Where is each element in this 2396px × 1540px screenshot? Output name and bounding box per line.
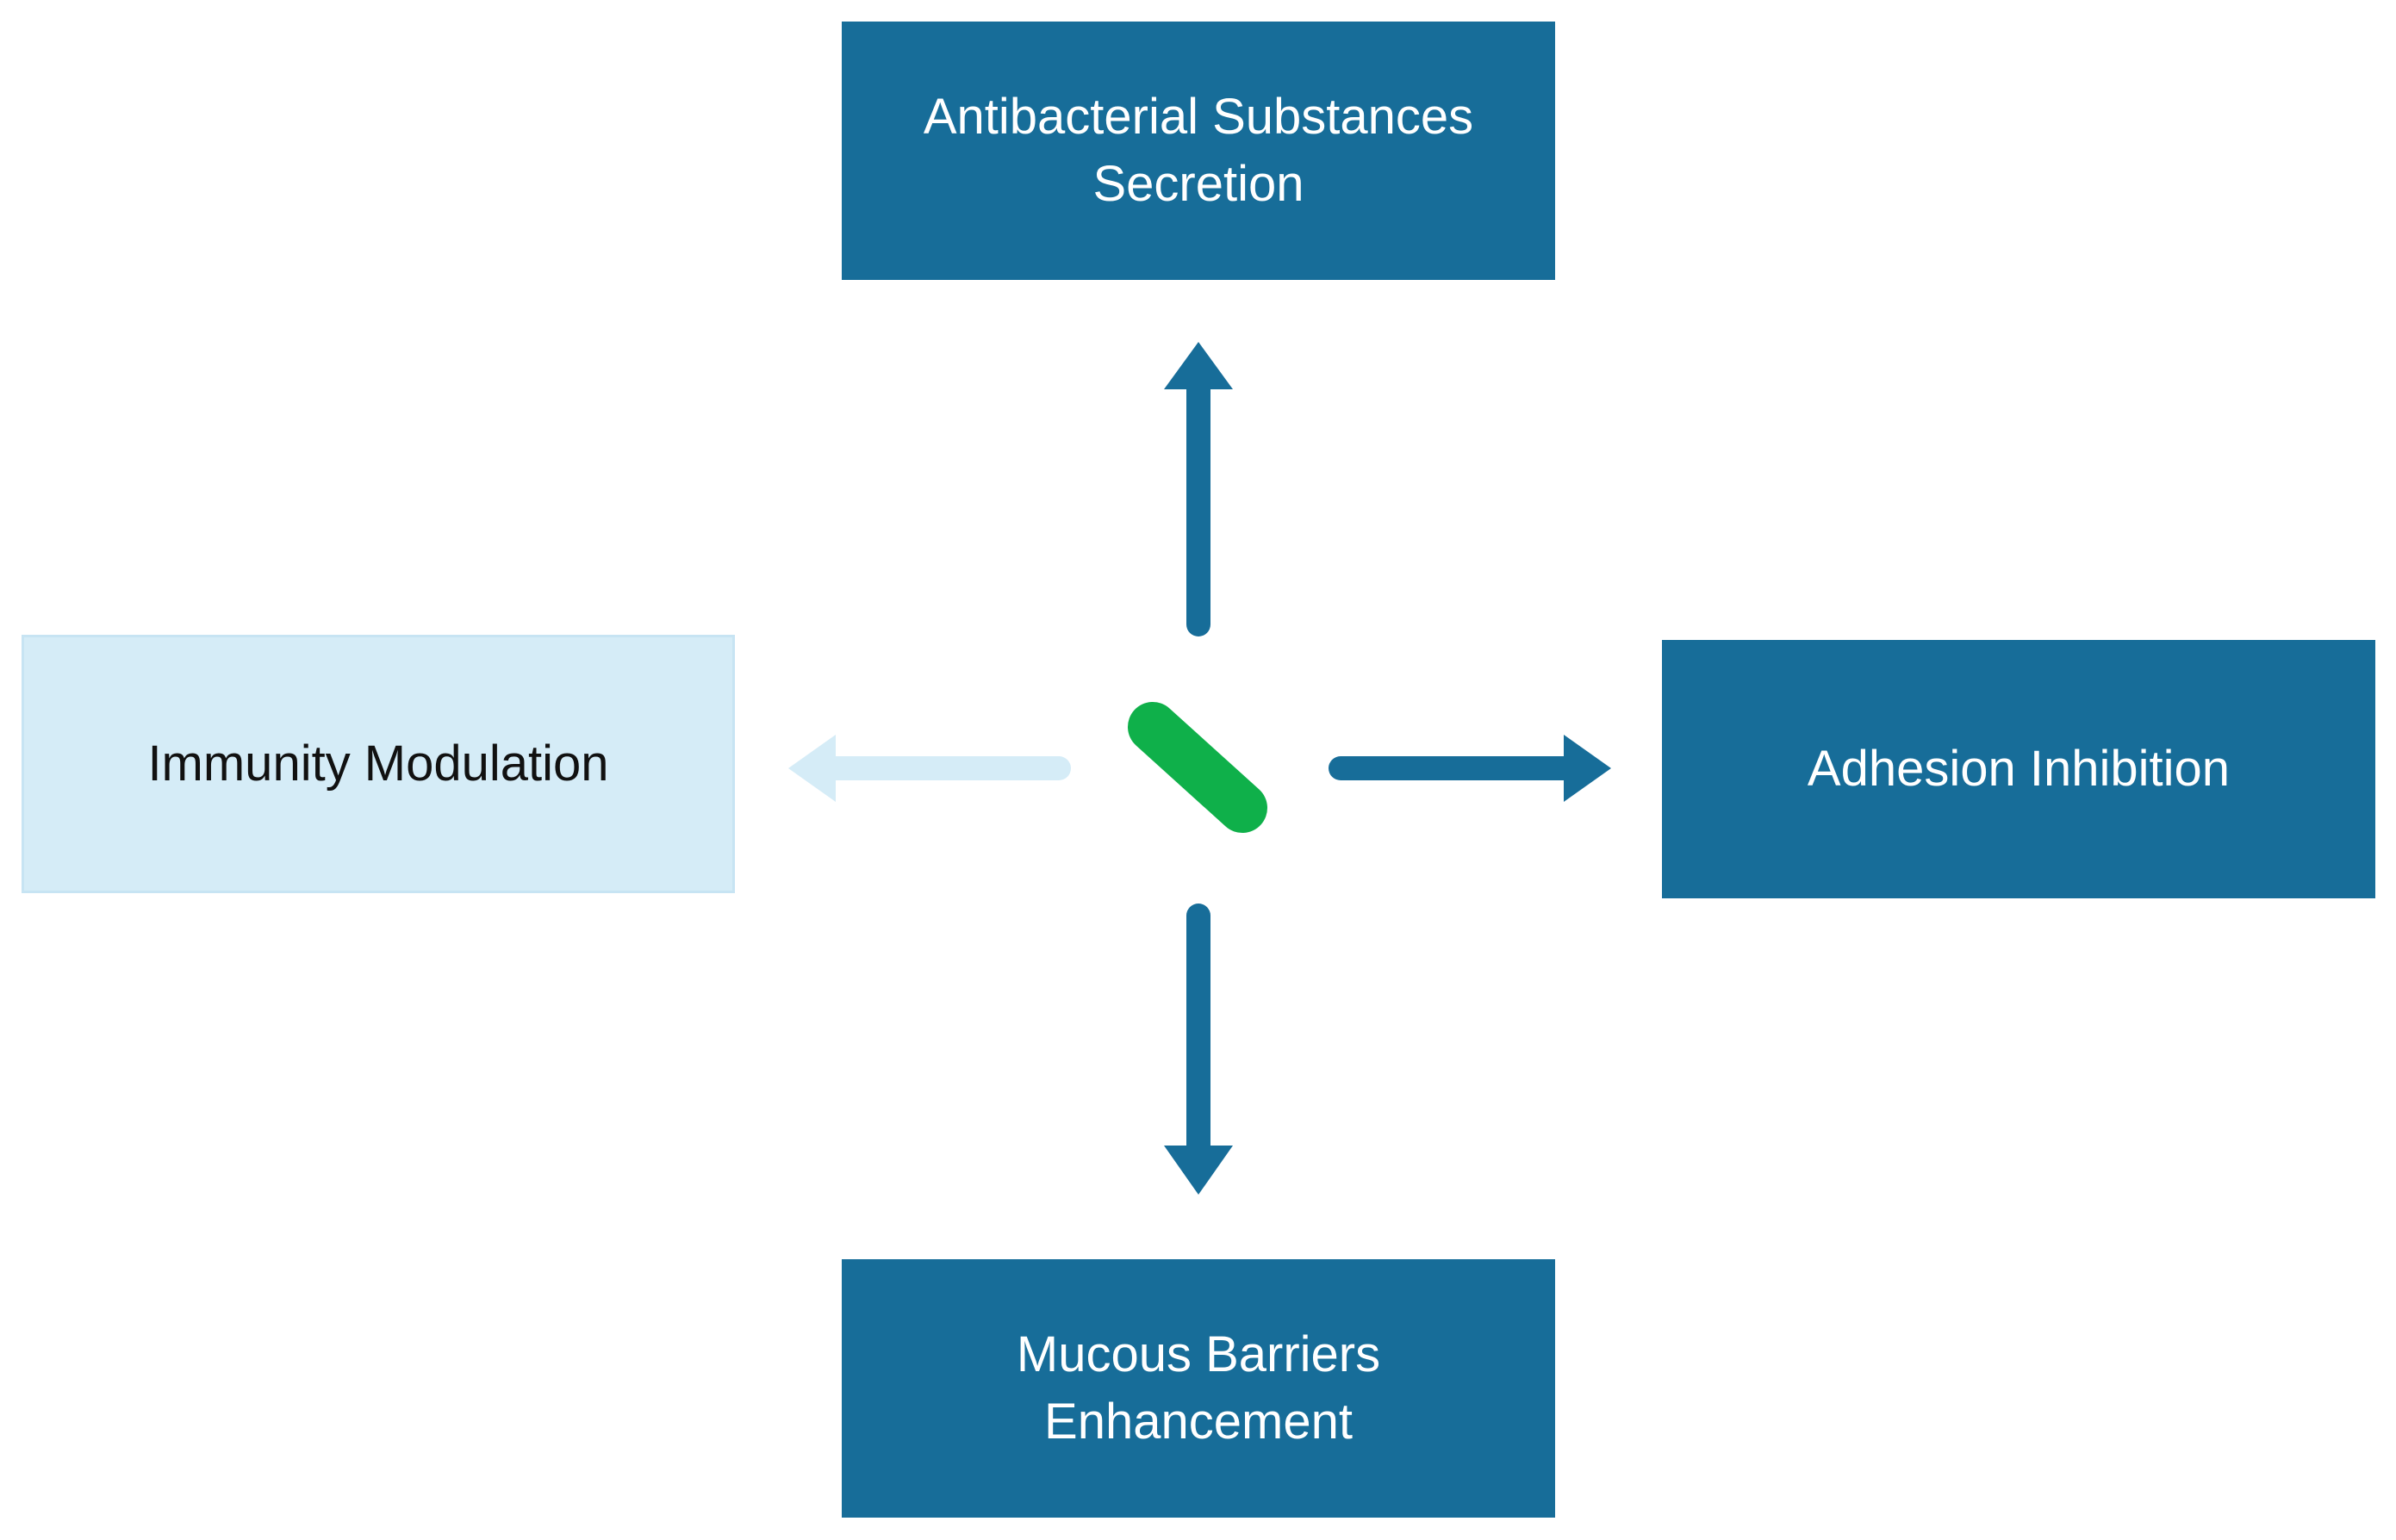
- node-immunity-modulation: Immunity Modulation: [22, 635, 735, 893]
- arrow-left: [788, 735, 1071, 802]
- arrow-right: [1329, 735, 1611, 802]
- node-label: Immunity Modulation: [147, 736, 609, 792]
- node-label: Adhesion Inhibition: [1807, 741, 2231, 797]
- arrow-up: [1164, 342, 1233, 636]
- node-label: Antibacterial Substances Secretion: [923, 89, 1474, 212]
- node-label: Mucous Barriers Enhancement: [1016, 1326, 1381, 1450]
- arrow-down: [1164, 904, 1233, 1195]
- bacterium-icon: [1128, 702, 1267, 833]
- node-antibacterial-substances-secretion: Antibacterial Substances Secretion: [842, 22, 1555, 280]
- node-adhesion-inhibition: Adhesion Inhibition: [1662, 640, 2375, 898]
- node-mucous-barriers-enhancement: Mucous Barriers Enhancement: [842, 1259, 1555, 1518]
